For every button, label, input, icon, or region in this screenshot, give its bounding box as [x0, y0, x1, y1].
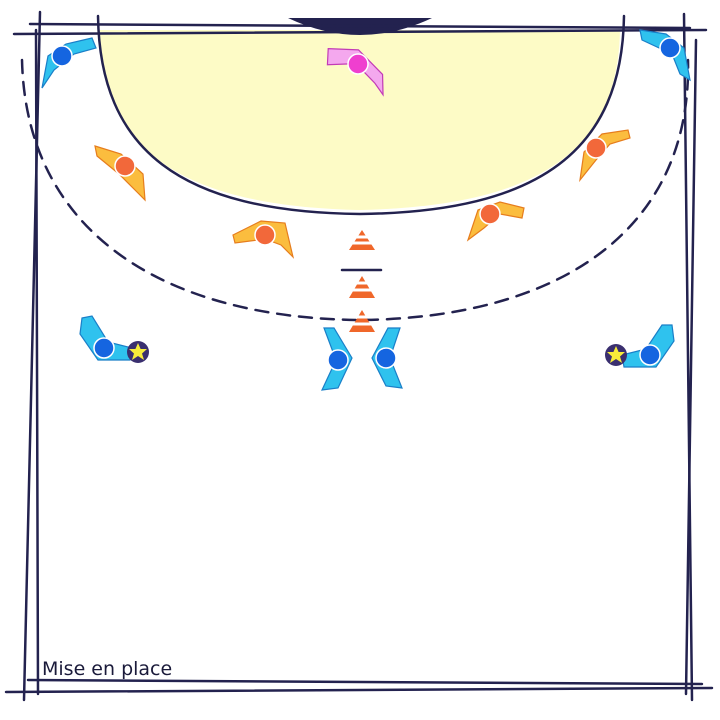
- ball-star-icon: [605, 344, 627, 366]
- court-lines: [4, 10, 714, 702]
- goalkeeper: [326, 47, 384, 97]
- right-line: [682, 12, 694, 702]
- bottom-line: [4, 686, 714, 694]
- defender-left-back: [232, 220, 295, 259]
- attacker-left-corner: [41, 37, 97, 89]
- attacker-center-left: [320, 327, 353, 391]
- six-meter-line: [96, 14, 626, 216]
- attacker-right-back: [621, 324, 675, 368]
- left-line-2: [34, 28, 40, 696]
- attackers: [41, 29, 691, 391]
- top-line-2: [28, 22, 692, 30]
- balls: [127, 341, 627, 366]
- ball-star-icon: [127, 341, 149, 363]
- attacker-left-back: [79, 315, 133, 361]
- defender-right-wing: [579, 129, 631, 183]
- defender-right-back: [466, 201, 525, 242]
- cone: [349, 310, 375, 332]
- nine-meter-line: [20, 58, 690, 322]
- cone: [349, 276, 375, 298]
- attacker-center-right: [371, 327, 403, 389]
- cones: [349, 230, 375, 332]
- top-line: [12, 28, 708, 36]
- cone: [349, 230, 375, 250]
- attacker-right-corner: [639, 29, 691, 82]
- defenders: [94, 129, 631, 259]
- defender-left-wing: [94, 145, 146, 202]
- goal-area-zone: [100, 30, 620, 210]
- right-line-2: [684, 38, 698, 696]
- bottom-line-2: [26, 678, 704, 686]
- diagram-caption: Mise en place: [42, 658, 173, 680]
